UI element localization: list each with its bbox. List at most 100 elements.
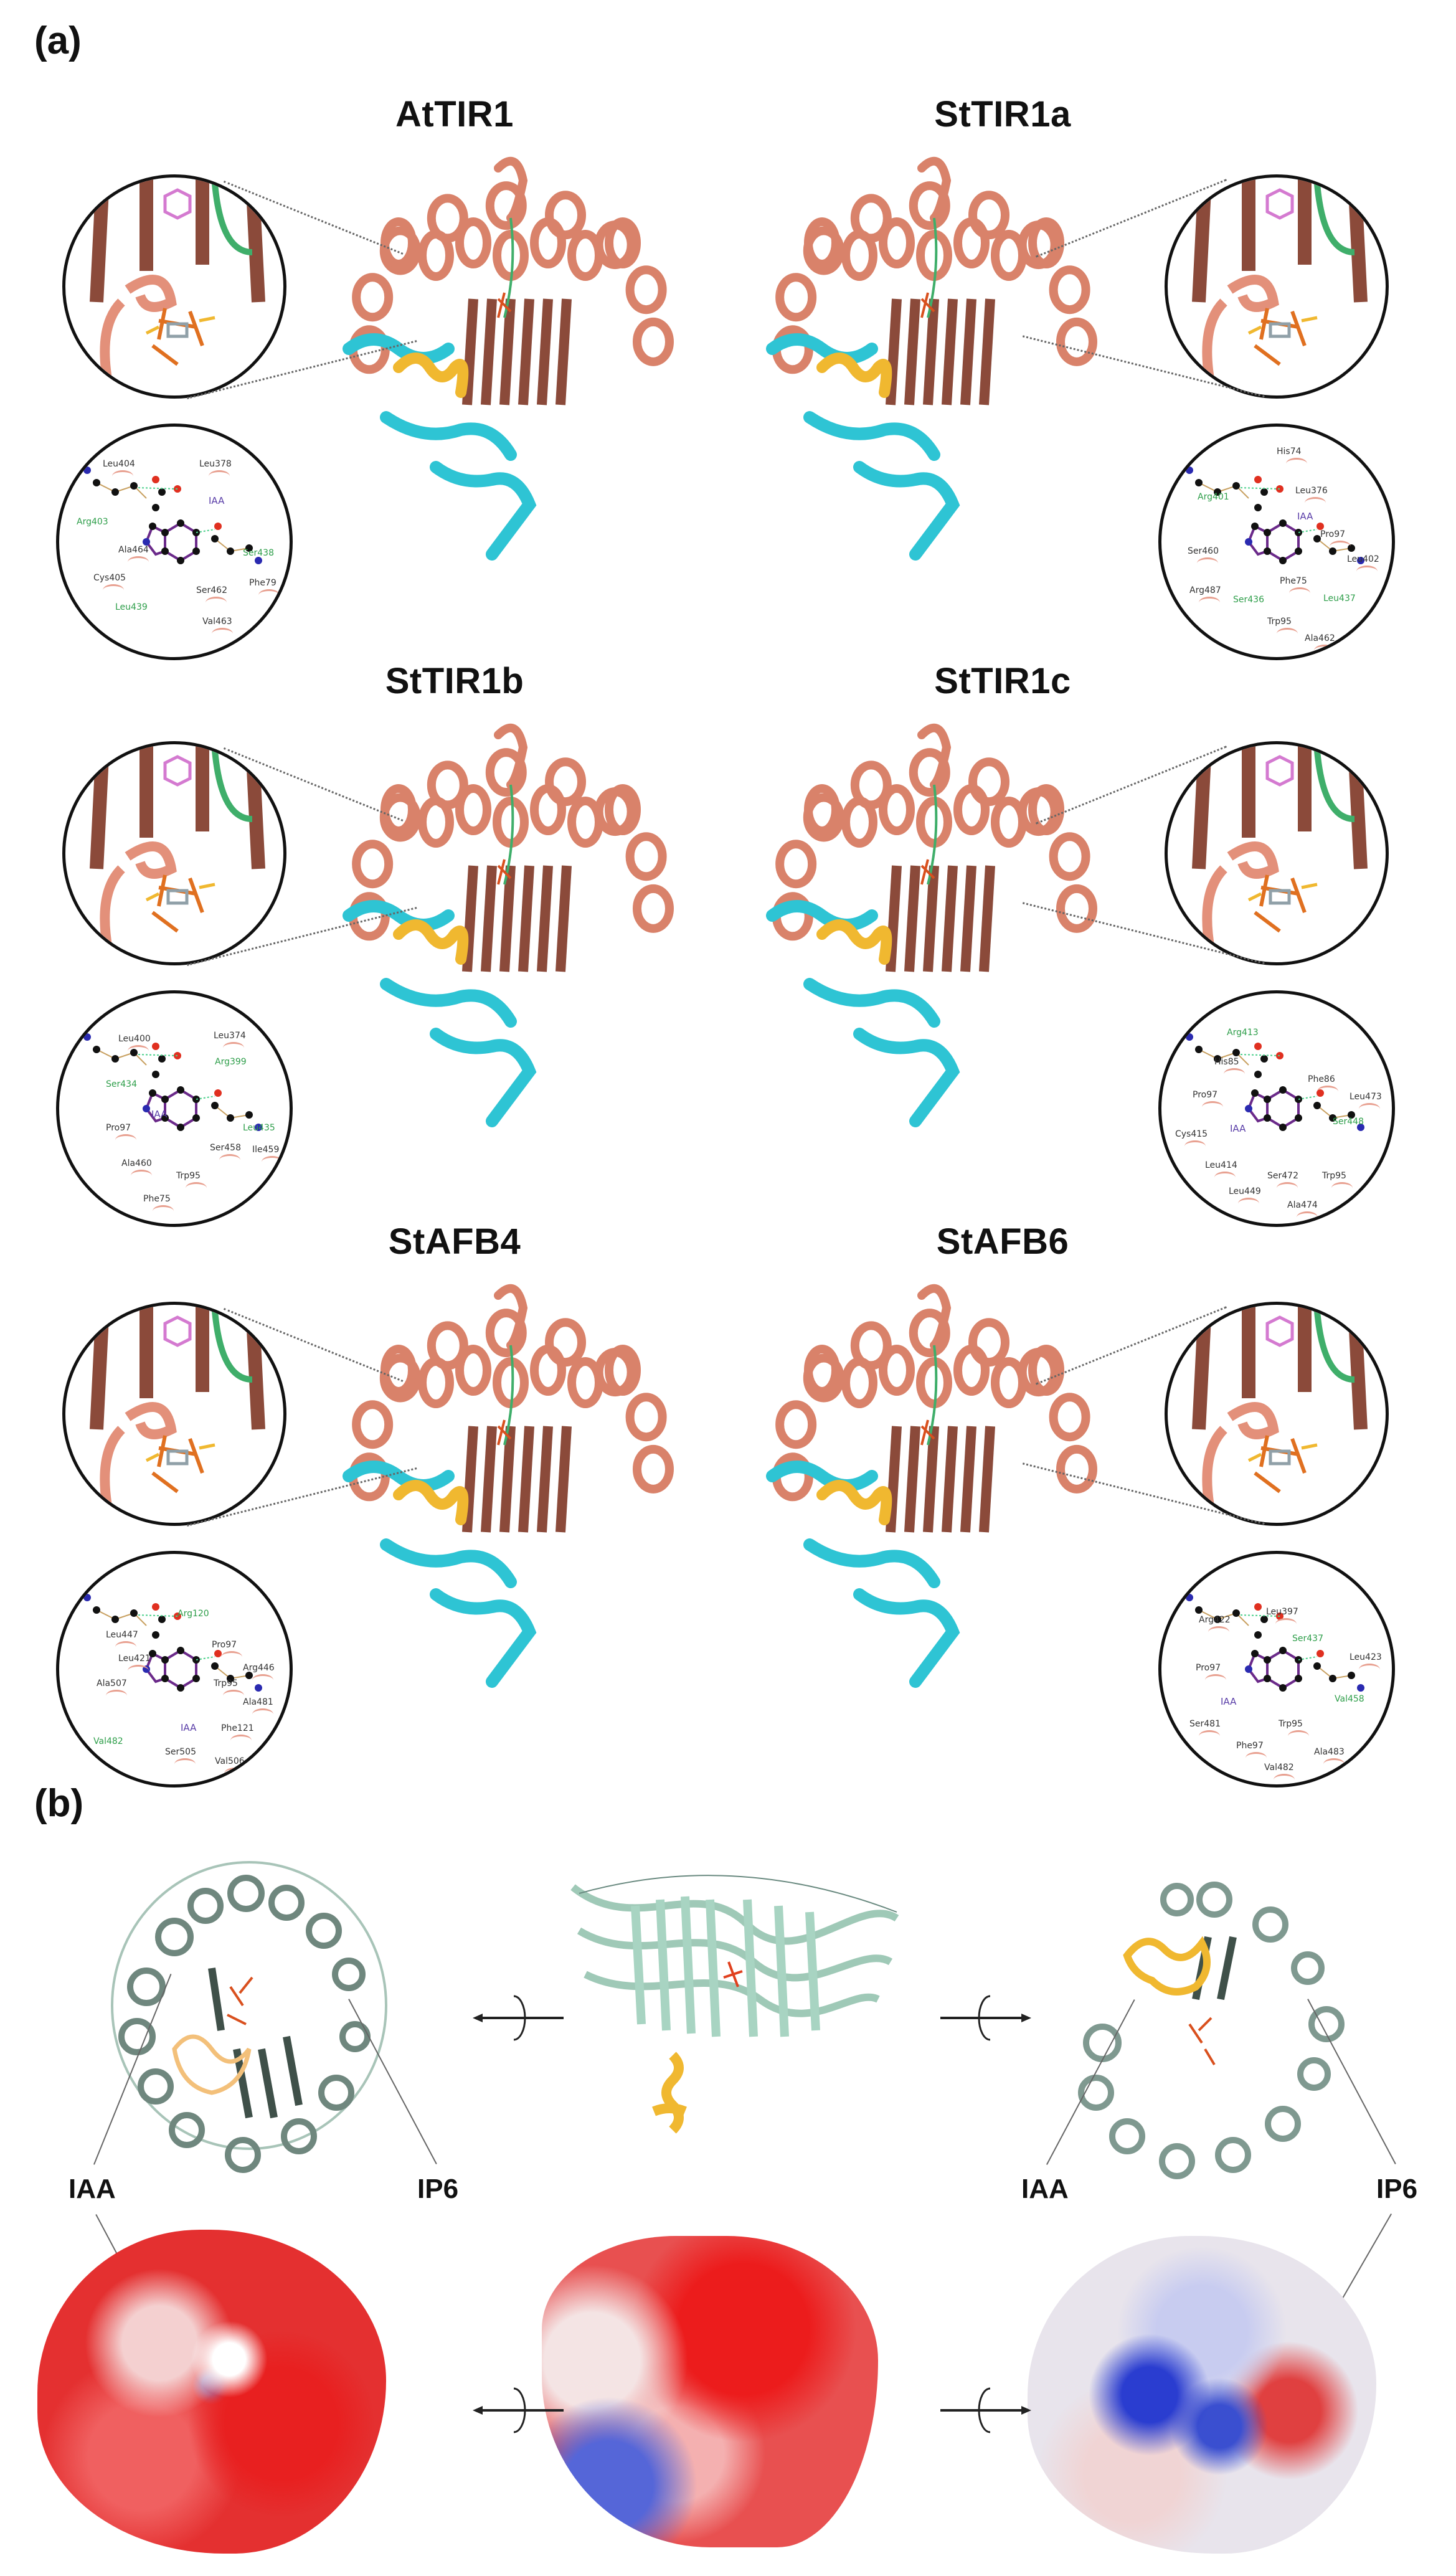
protein-structure-sttir1b [343, 723, 674, 1127]
ligand-label: IAA [181, 1722, 197, 1733]
ligand-label: IAA [1297, 511, 1313, 522]
hydrophobic-residue-label: Trp95 [214, 1679, 238, 1688]
hydrophobic-residue-label: Pro97 [1193, 1090, 1218, 1100]
rotate-right-arrow-icon [940, 1995, 1031, 2041]
iaa-label-left: IAA [69, 2174, 116, 2204]
hydrophobic-contact-icon [131, 1170, 152, 1181]
hbond-residue-label: Ser438 [243, 548, 274, 558]
hydrophobic-contact-icon [1208, 1626, 1229, 1638]
hydrophobic-contact-icon [174, 1758, 196, 1770]
binding-pocket-zoom-sttir1a [1165, 174, 1389, 399]
hydrophobic-contact-icon [1205, 1674, 1226, 1686]
hydrophobic-residue-label: Ser458 [210, 1143, 241, 1153]
hydrophobic-residue-label: Phe75 [143, 1194, 171, 1204]
hydrophobic-contact-icon [1305, 497, 1326, 509]
hydrophobic-contact-icon [106, 1690, 127, 1702]
hydrophobic-residue-label: Leu449 [1229, 1186, 1261, 1196]
hydrophobic-contact-icon [1224, 1068, 1245, 1080]
hydrophobic-contact-icon [1184, 1140, 1206, 1152]
iaa-label-right: IAA [1021, 2174, 1069, 2204]
hbond-residue-label: Arg401 [1198, 492, 1229, 502]
hydrophobic-residue-label: His74 [1277, 447, 1302, 457]
rotate-left-arrow-icon [473, 1995, 564, 2041]
hydrophobic-contact-icon [1314, 645, 1335, 656]
hydrophobic-residue-label: Leu404 [103, 459, 135, 469]
hbond-residue-label: Arg403 [77, 517, 108, 527]
protein-structure-sttir1c [766, 723, 1097, 1127]
hbond-residue-label: Ser434 [106, 1079, 137, 1089]
hydrophobic-residue-label: Trp95 [176, 1171, 201, 1181]
hydrophobic-residue-label: Ser460 [1188, 546, 1219, 556]
hbond-residue-label: Arg120 [177, 1609, 209, 1619]
binding-pocket-zoom-sttir1b [62, 741, 286, 965]
hydrophobic-residue-label: Leu378 [199, 459, 232, 469]
hbond-residue-label: Ser448 [1333, 1117, 1364, 1127]
hydrophobic-residue-label: Phe86 [1308, 1074, 1335, 1084]
model-title-stafb4: StAFB4 [388, 1221, 521, 1262]
surface-view-center [542, 2236, 878, 2547]
ligand-label: IAA [1230, 1123, 1246, 1134]
ligand-label: IAA [209, 495, 225, 506]
hydrophobic-residue-label: Ser481 [1189, 1719, 1221, 1729]
rotate-left-arrow-icon [473, 2387, 564, 2433]
hydrophobic-residue-label: Ala462 [1305, 633, 1335, 643]
hydrophobic-residue-label: Leu421 [118, 1654, 151, 1664]
hbond-residue-label: Ser437 [1292, 1634, 1323, 1644]
hydrophobic-contact-icon [128, 556, 149, 568]
hydrophobic-contact-icon [1277, 1182, 1298, 1194]
hydrophobic-contact-icon [1289, 587, 1310, 599]
hydrophobic-residue-label: Ser505 [165, 1747, 196, 1757]
ligand-label: IAA [151, 1109, 168, 1120]
hydrophobic-residue-label: Pro97 [106, 1123, 131, 1133]
hydrophobic-residue-label: Val482 [1264, 1763, 1294, 1773]
hydrophobic-residue-label: Cys415 [1175, 1129, 1208, 1139]
hydrophobic-contact-icon [223, 1042, 244, 1054]
hydrophobic-contact-icon [1331, 1182, 1353, 1194]
hydrophobic-residue-label: Leu397 [1266, 1607, 1298, 1617]
model-title-sttir1a: StTIR1a [934, 94, 1071, 135]
ip6-label-left: IP6 [417, 2174, 459, 2204]
panel-b-label: (b) [34, 1782, 84, 1825]
model-title-sttir1b: StTIR1b [385, 661, 524, 701]
hbond-residue-label: Val458 [1335, 1694, 1364, 1704]
hydrophobic-contact-icon [1297, 1211, 1318, 1223]
hydrophobic-residue-label: Ala481 [243, 1697, 273, 1707]
ribbon-view-left [111, 1861, 387, 2173]
binding-pocket-zoom-stafb4 [62, 1302, 286, 1526]
hydrophobic-contact-icon [103, 584, 124, 596]
hydrophobic-contact-icon [1238, 1198, 1259, 1210]
hbond-residue-label: Ser436 [1233, 595, 1264, 605]
ribbon-view-center [570, 1875, 899, 2134]
protein-structure-stafb6 [766, 1284, 1097, 1688]
hydrophobic-contact-icon [1277, 628, 1298, 640]
binding-pocket-zoom-stafb6 [1165, 1302, 1389, 1526]
hydrophobic-residue-label: Val463 [202, 617, 232, 627]
hydrophobic-contact-icon [221, 1651, 242, 1663]
hydrophobic-contact-icon [1359, 1103, 1380, 1115]
hydrophobic-contact-icon [1246, 1752, 1267, 1764]
ip6-label-right: IP6 [1376, 2174, 1418, 2204]
hydrophobic-residue-label: Pro97 [1320, 529, 1346, 539]
hydrophobic-contact-icon [1356, 566, 1378, 577]
hydrophobic-contact-icon [206, 597, 227, 608]
hydrophobic-residue-label: Phe97 [1236, 1741, 1264, 1751]
hydrophobic-residue-label: Ile459 [252, 1145, 280, 1155]
hydrophobic-residue-label: Leu473 [1350, 1092, 1382, 1102]
hydrophobic-contact-icon [1199, 597, 1220, 608]
hydrophobic-residue-label: Trp95 [1322, 1171, 1346, 1181]
hydrophobic-residue-label: Trp95 [1267, 617, 1292, 627]
hydrophobic-residue-label: Arg487 [1189, 585, 1221, 595]
hydrophobic-contact-icon [252, 1674, 273, 1686]
hydrophobic-contact-icon [1274, 1774, 1295, 1784]
binding-pocket-zoom-sttir1c [1165, 741, 1389, 965]
hydrophobic-contact-icon [1199, 1730, 1220, 1742]
binding-pocket-zoom-attir1 [62, 174, 286, 399]
protein-structure-attir1 [343, 156, 674, 561]
hydrophobic-residue-label: Ser472 [1267, 1171, 1298, 1181]
